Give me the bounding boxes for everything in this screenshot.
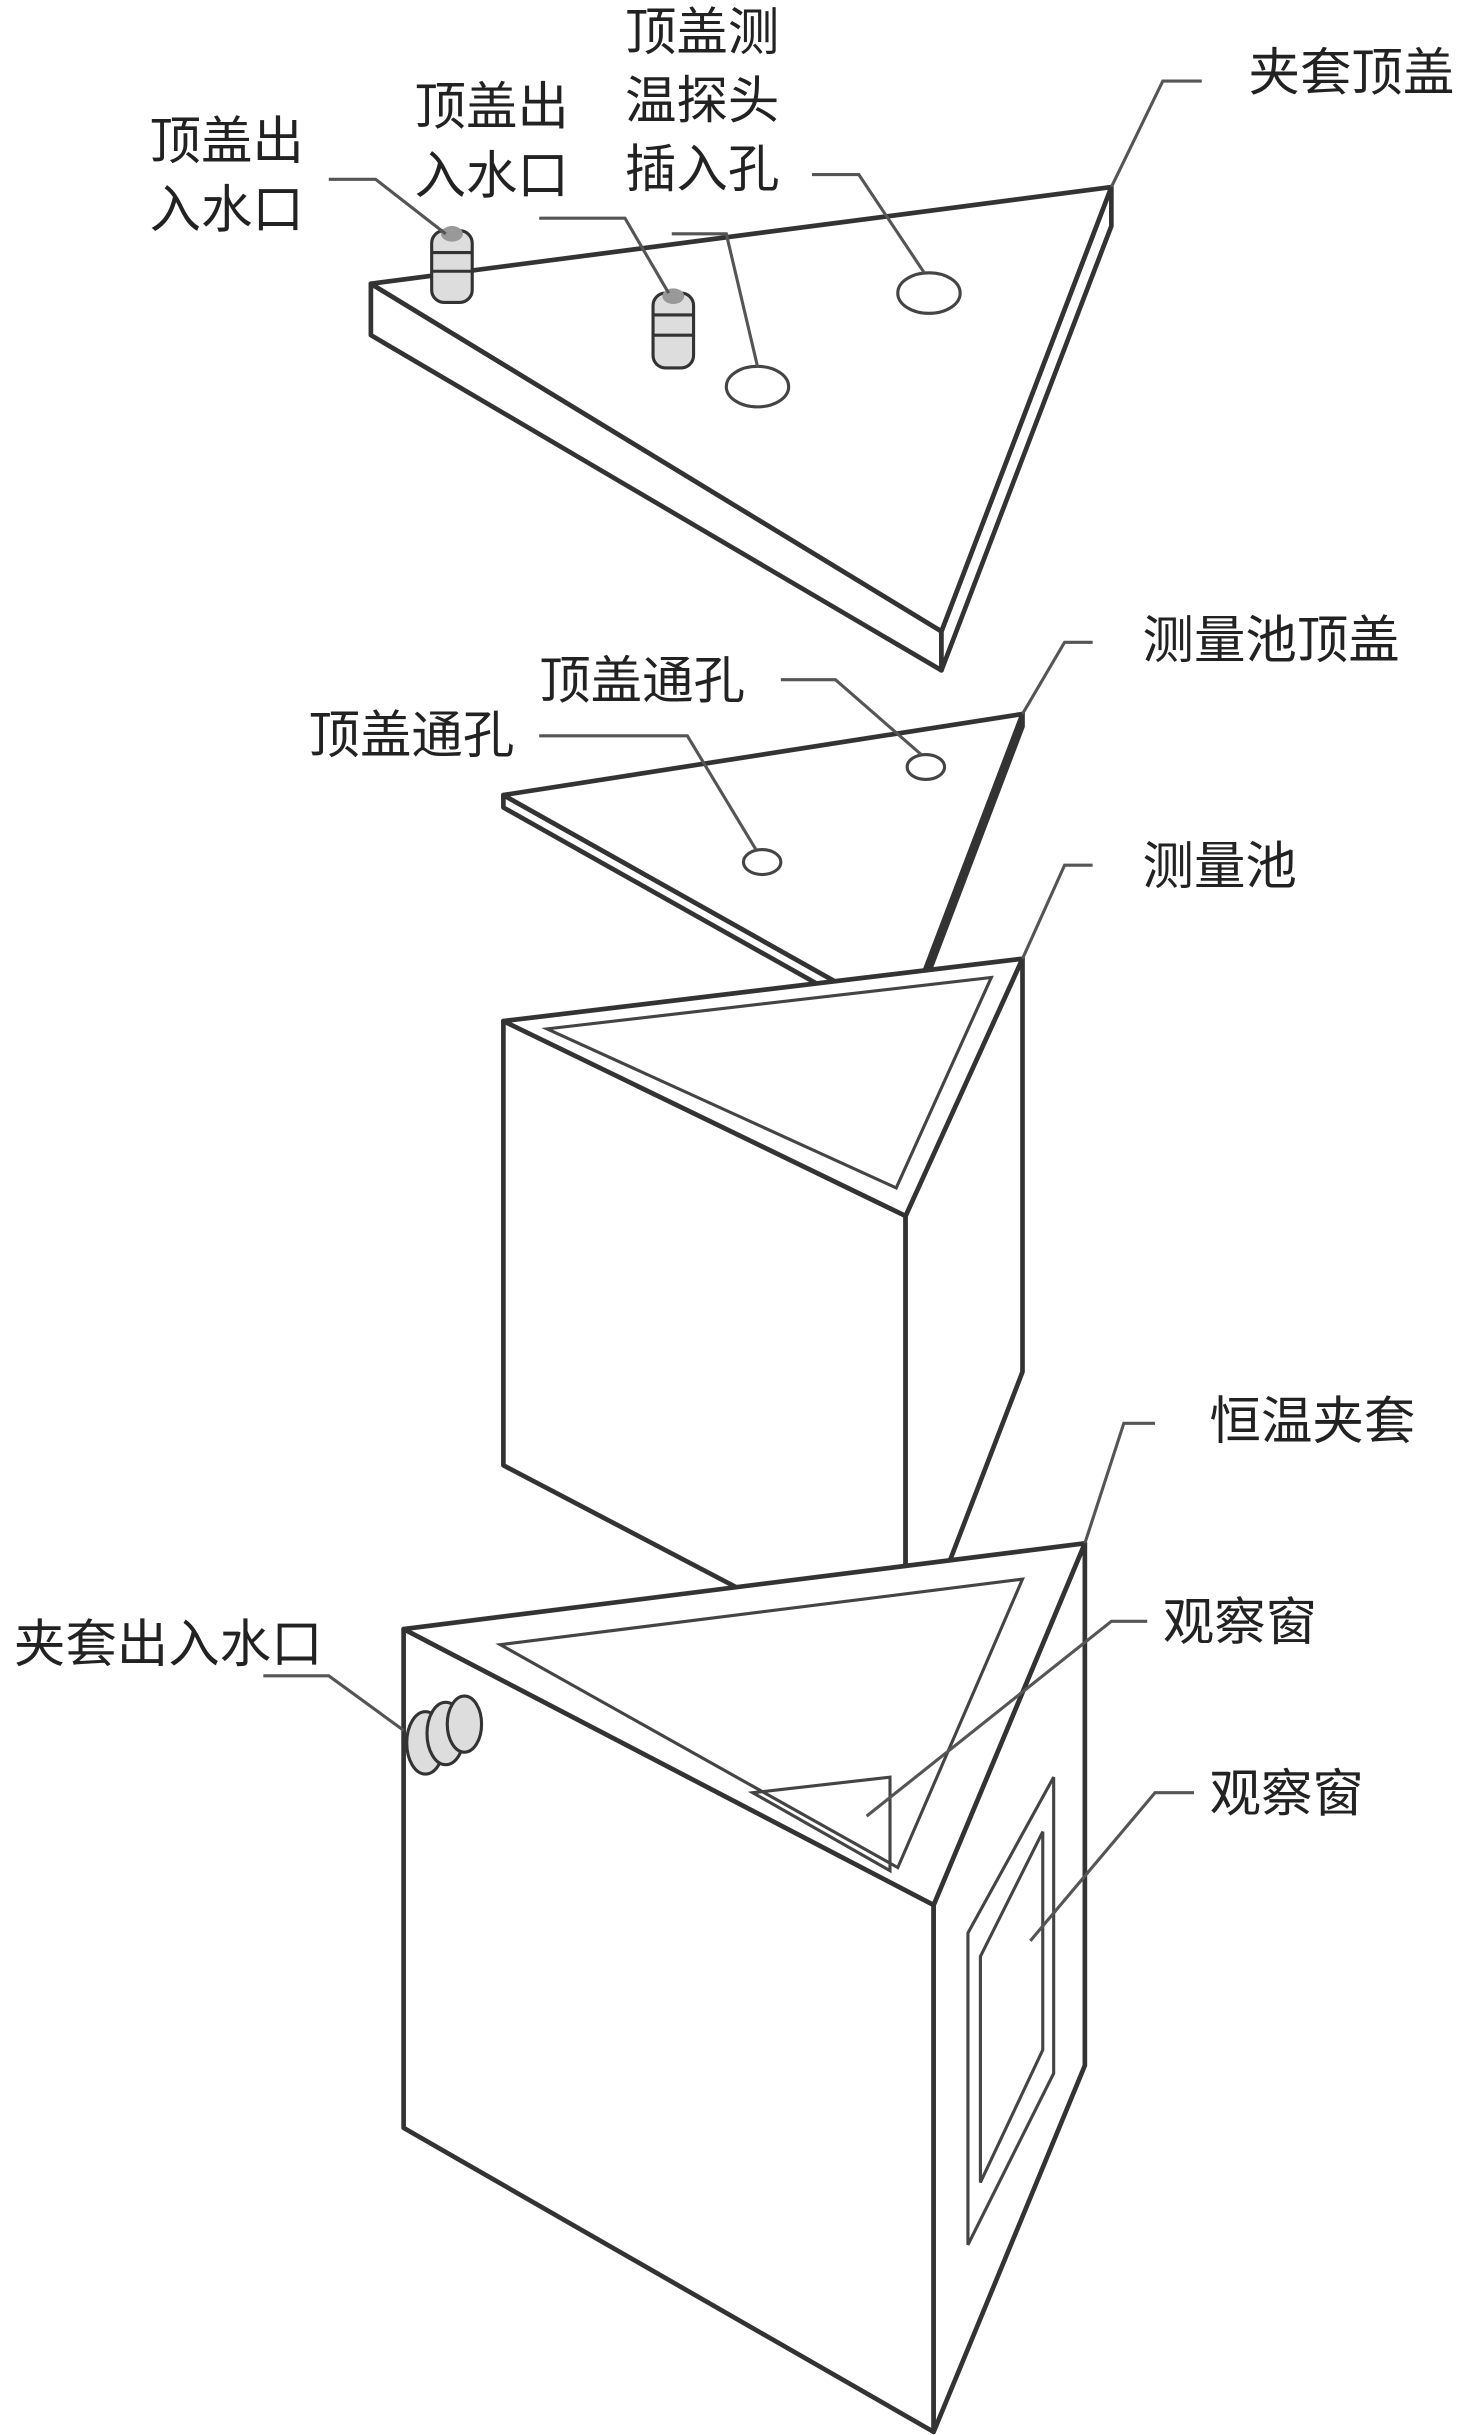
thermostatic-jacket bbox=[401, 1540, 1088, 2435]
through-hole-2 bbox=[741, 848, 783, 877]
jacket-lid bbox=[368, 184, 1114, 673]
label-through-hole-2: 顶盖通孔 bbox=[309, 706, 515, 766]
label-probe-hole-line3: 插入孔 bbox=[625, 140, 779, 200]
lid-port-fitting-1 bbox=[430, 226, 474, 304]
side-window bbox=[966, 1776, 1056, 2246]
through-hole-1 bbox=[905, 752, 947, 782]
leader-lines bbox=[263, 79, 1202, 1942]
label-lid-port-1-line1: 顶盖出 bbox=[150, 112, 304, 172]
label-probe-hole-line1: 顶盖测 bbox=[625, 3, 779, 63]
label-jacket-lid: 夹套顶盖 bbox=[1249, 43, 1455, 103]
probe-hole-2 bbox=[896, 271, 962, 315]
inner-window bbox=[747, 1775, 892, 1874]
label-probe-hole-line2: 温探头 bbox=[625, 71, 779, 131]
label-window-2: 观察窗 bbox=[1210, 1764, 1364, 1824]
label-jacket-port: 夹套出入水口 bbox=[14, 1615, 323, 1675]
label-through-hole-1: 顶盖通孔 bbox=[539, 651, 745, 711]
label-window-1: 观察窗 bbox=[1163, 1593, 1317, 1653]
jacket-port-fitting bbox=[405, 1694, 484, 1776]
cell-lid bbox=[501, 711, 1025, 1036]
lid-port-fitting-2 bbox=[651, 288, 696, 370]
label-jacket: 恒温夹套 bbox=[1210, 1392, 1416, 1452]
label-lid-port-2-line2: 入水口 bbox=[415, 146, 569, 206]
label-cell: 测量池 bbox=[1143, 837, 1297, 897]
label-cell-lid: 测量池顶盖 bbox=[1143, 611, 1400, 671]
label-lid-port-2-line1: 顶盖出 bbox=[415, 78, 569, 138]
label-lid-port-1-line2: 入水口 bbox=[150, 181, 304, 241]
measurement-cell bbox=[501, 956, 1025, 1679]
